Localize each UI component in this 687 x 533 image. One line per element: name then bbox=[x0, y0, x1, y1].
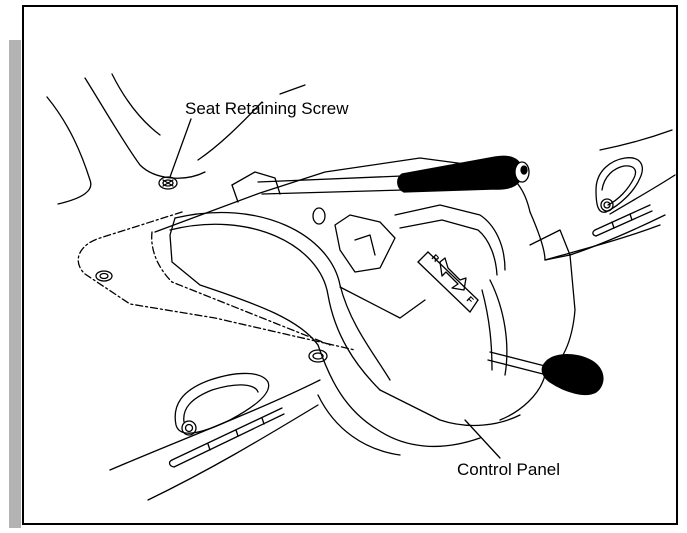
hinge-right bbox=[592, 129, 676, 237]
mount-screw-right bbox=[308, 349, 328, 363]
lower-lever-knob bbox=[541, 354, 604, 396]
seat-mount-dashed-outline bbox=[77, 211, 356, 351]
seat-retaining-screw-label: Seat Retaining Screw bbox=[185, 99, 349, 118]
seat-screw-leader bbox=[169, 118, 192, 178]
base-plate bbox=[544, 214, 666, 261]
hinge-left bbox=[109, 372, 321, 501]
control-console-body bbox=[154, 157, 576, 456]
seat-outline bbox=[46, 73, 306, 205]
control-panel-label: Control Panel bbox=[457, 460, 561, 479]
seat-retaining-screw bbox=[158, 176, 178, 190]
upper-lever bbox=[257, 175, 405, 195]
shift-direction-arrow bbox=[439, 257, 467, 291]
lower-lever bbox=[487, 351, 546, 375]
upper-lever-handle bbox=[397, 155, 530, 193]
control-panel-leader bbox=[464, 419, 501, 459]
page-edge-bar bbox=[9, 40, 21, 528]
mount-screw-left bbox=[95, 270, 113, 282]
